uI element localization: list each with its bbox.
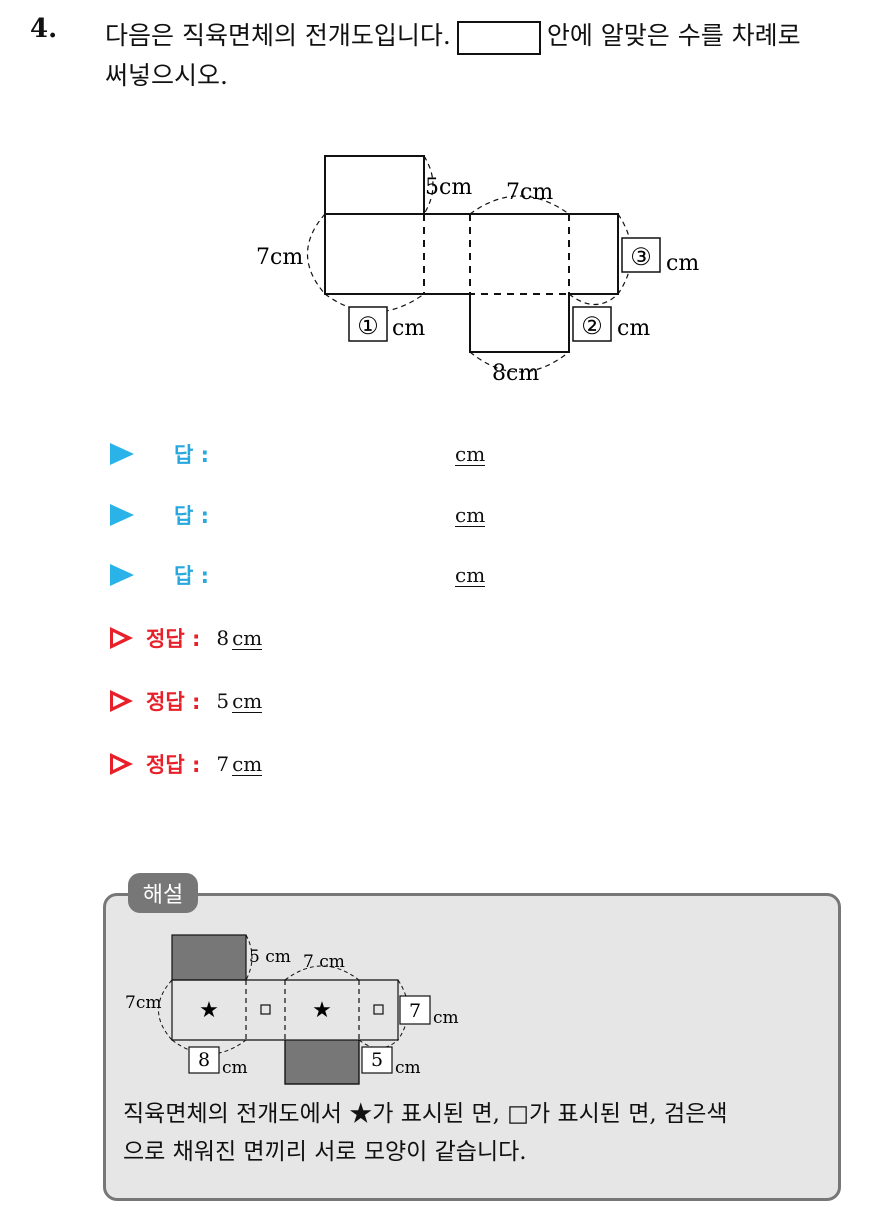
answer-label: 답 : xyxy=(174,564,210,588)
correct-label: 정답 : xyxy=(146,627,201,651)
correct-value: 8 xyxy=(216,626,230,650)
star-icon: ★ xyxy=(199,998,219,1023)
square-icon xyxy=(260,1004,271,1015)
answer-label: 답 : xyxy=(174,504,210,528)
explanation-figure: 5 cm 7 cm 7cm ★ ★ 7 cm 8 cm 5 cm xyxy=(125,934,459,1085)
question-text-part1: 다음은 직육면체의 전개도입니다. xyxy=(105,21,451,50)
answer-box-3 xyxy=(621,237,661,273)
correct-value: 5 xyxy=(216,689,230,713)
correct-unit: cm xyxy=(232,751,263,776)
dim-arc-7cm-top xyxy=(469,195,570,215)
dim-arc-7cm-left xyxy=(306,213,326,295)
correct-row-3: 정답 : 7 cm xyxy=(110,746,263,782)
play-icon xyxy=(110,504,134,526)
net-outline-row xyxy=(171,979,399,1085)
net-top-face xyxy=(324,155,425,215)
label-7cm-left: 7cm xyxy=(256,245,303,270)
shaded-face-bottom xyxy=(284,1039,360,1085)
answer-unit[interactable]: cm xyxy=(455,502,486,527)
question-text-line2: 써넣으시오. xyxy=(105,61,228,90)
correct-value: 7 xyxy=(216,752,230,776)
correct-row-2: 정답 : 5 cm xyxy=(110,683,263,719)
label-5cm: 5 cm xyxy=(249,947,291,967)
question-number: 4. xyxy=(30,14,58,44)
answer-row-2: 답 : cm xyxy=(110,497,486,533)
value-box-left xyxy=(188,1046,220,1074)
correct-unit: cm xyxy=(232,625,263,650)
square-icon xyxy=(373,1004,384,1015)
dim-arc xyxy=(171,1039,247,1055)
answer-unit[interactable]: cm xyxy=(455,562,486,587)
question-text-part2: 안에 알맞은 수를 차례로 xyxy=(546,21,801,50)
dim-arc-3 xyxy=(617,213,633,295)
box-2-label: ② xyxy=(581,312,603,340)
label-7cm-top: 7 cm xyxy=(303,952,345,972)
value-box-mid xyxy=(361,1046,393,1074)
correct-label: 정답 : xyxy=(146,690,201,714)
correct-row-1: 정답 : 8 cm xyxy=(110,620,263,656)
net-figure: 5cm 7cm 7cm 8cm ① cm ② cm ③ cm xyxy=(256,155,699,386)
label-5cm: 5cm xyxy=(425,175,472,200)
play-outline-icon xyxy=(110,627,133,649)
value-right: 7 xyxy=(409,1000,421,1022)
answer-label: 답 : xyxy=(174,443,210,467)
play-icon xyxy=(110,443,134,465)
value-left: 8 xyxy=(198,1049,210,1071)
shaded-face-top xyxy=(171,934,247,981)
dim-arc xyxy=(284,965,360,981)
value-right-unit: cm xyxy=(433,1008,459,1028)
value-box-right xyxy=(399,995,431,1025)
explanation-text: 직육면체의 전개도에서 ★가 표시된 면, □가 표시된 면, 검은색 으로 채… xyxy=(123,1095,833,1171)
answer-row-1: 답 : cm xyxy=(110,436,486,472)
answer-row-3: 답 : cm xyxy=(110,557,486,593)
label-8cm: 8cm xyxy=(492,361,539,386)
value-mid-unit: cm xyxy=(395,1058,421,1078)
box-3-label: ③ xyxy=(630,243,652,271)
label-7cm-left: 7cm xyxy=(125,993,161,1013)
play-icon xyxy=(110,564,134,586)
explanation-line-1: 직육면체의 전개도에서 ★가 표시된 면, □가 표시된 면, 검은색 xyxy=(123,1101,728,1127)
correct-unit: cm xyxy=(232,688,263,713)
dim-arc-2 xyxy=(568,293,619,306)
value-mid: 5 xyxy=(371,1049,383,1071)
blank-box xyxy=(456,20,541,55)
dim-arc-5cm xyxy=(423,155,434,215)
answer-box-1 xyxy=(348,306,388,342)
box-1-unit: cm xyxy=(392,316,425,341)
play-outline-icon xyxy=(110,753,133,775)
box-3-unit: cm xyxy=(666,251,699,276)
dim-arc xyxy=(397,979,409,1041)
answer-unit[interactable]: cm xyxy=(455,441,486,466)
box-2-unit: cm xyxy=(617,316,650,341)
dim-arc-8cm xyxy=(469,351,570,373)
box-1-label: ① xyxy=(357,312,379,340)
correct-label: 정답 : xyxy=(146,753,201,777)
dim-arc xyxy=(158,979,173,1041)
play-outline-icon xyxy=(110,690,133,712)
answer-box-2 xyxy=(572,306,612,342)
dim-arc-1 xyxy=(324,293,425,313)
question-text: 다음은 직육면체의 전개도입니다. 안에 알맞은 수를 차례로 xyxy=(105,16,801,56)
value-left-unit: cm xyxy=(222,1058,248,1078)
explanation-line-2: 으로 채워진 면끼리 서로 모양이 같습니다. xyxy=(123,1139,527,1165)
label-7cm-top: 7cm xyxy=(506,180,553,205)
explanation-tag: 해설 xyxy=(128,873,198,913)
star-icon: ★ xyxy=(312,998,332,1023)
dim-arc xyxy=(245,934,253,981)
